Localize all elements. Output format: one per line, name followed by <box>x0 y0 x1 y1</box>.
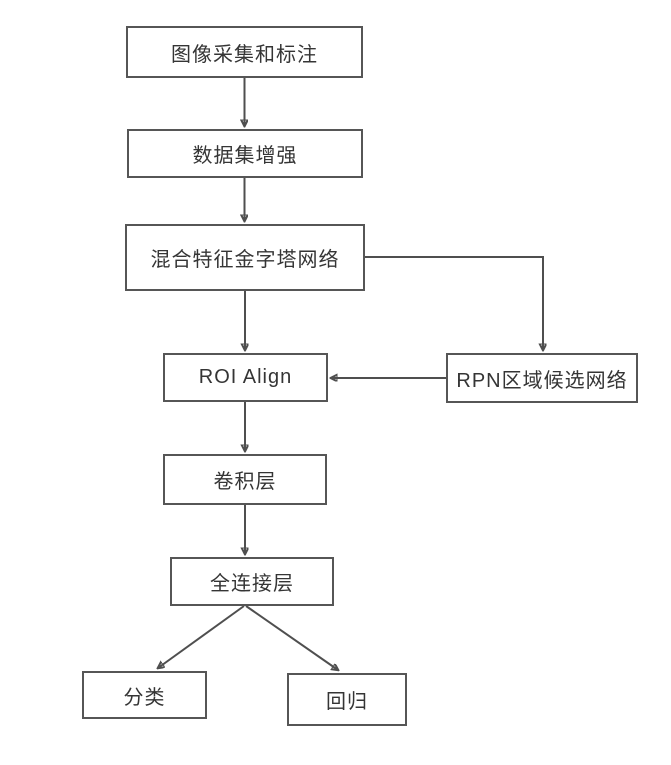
node-hybrid-fpn: 混合特征金字塔网络 <box>125 224 365 291</box>
node-conv-layer-label: 卷积层 <box>213 471 277 493</box>
node-classification-label: 分类 <box>123 686 166 709</box>
node-rpn-label: RPN区域候选网络 <box>456 369 628 392</box>
node-dataset-augmentation: 数据集增强 <box>127 129 363 178</box>
node-classification: 分类 <box>82 671 207 719</box>
node-image-annotation: 图像采集和标注 <box>126 26 363 78</box>
node-dataset-augmentation-label: 数据集增强 <box>192 145 298 167</box>
node-fc-layer-label: 全连接层 <box>210 573 294 595</box>
node-conv-layer: 卷积层 <box>163 454 327 505</box>
node-hybrid-fpn-label: 混合特征金字塔网络 <box>150 249 340 271</box>
node-regression-label: 回归 <box>326 691 368 713</box>
node-roi-align: ROI Align <box>163 353 328 402</box>
node-fc-layer: 全连接层 <box>170 557 334 606</box>
edge-fc-layer-to-classification <box>158 605 245 668</box>
node-rpn: RPN区域候选网络 <box>446 353 638 403</box>
node-roi-align-label: ROI Align <box>198 366 293 388</box>
edge-fc-layer-to-regression <box>245 605 338 670</box>
node-image-annotation-label: 图像采集和标注 <box>171 43 318 66</box>
edge-hybrid-fpn-to-rpn <box>365 256 543 350</box>
node-regression: 回归 <box>287 673 407 726</box>
